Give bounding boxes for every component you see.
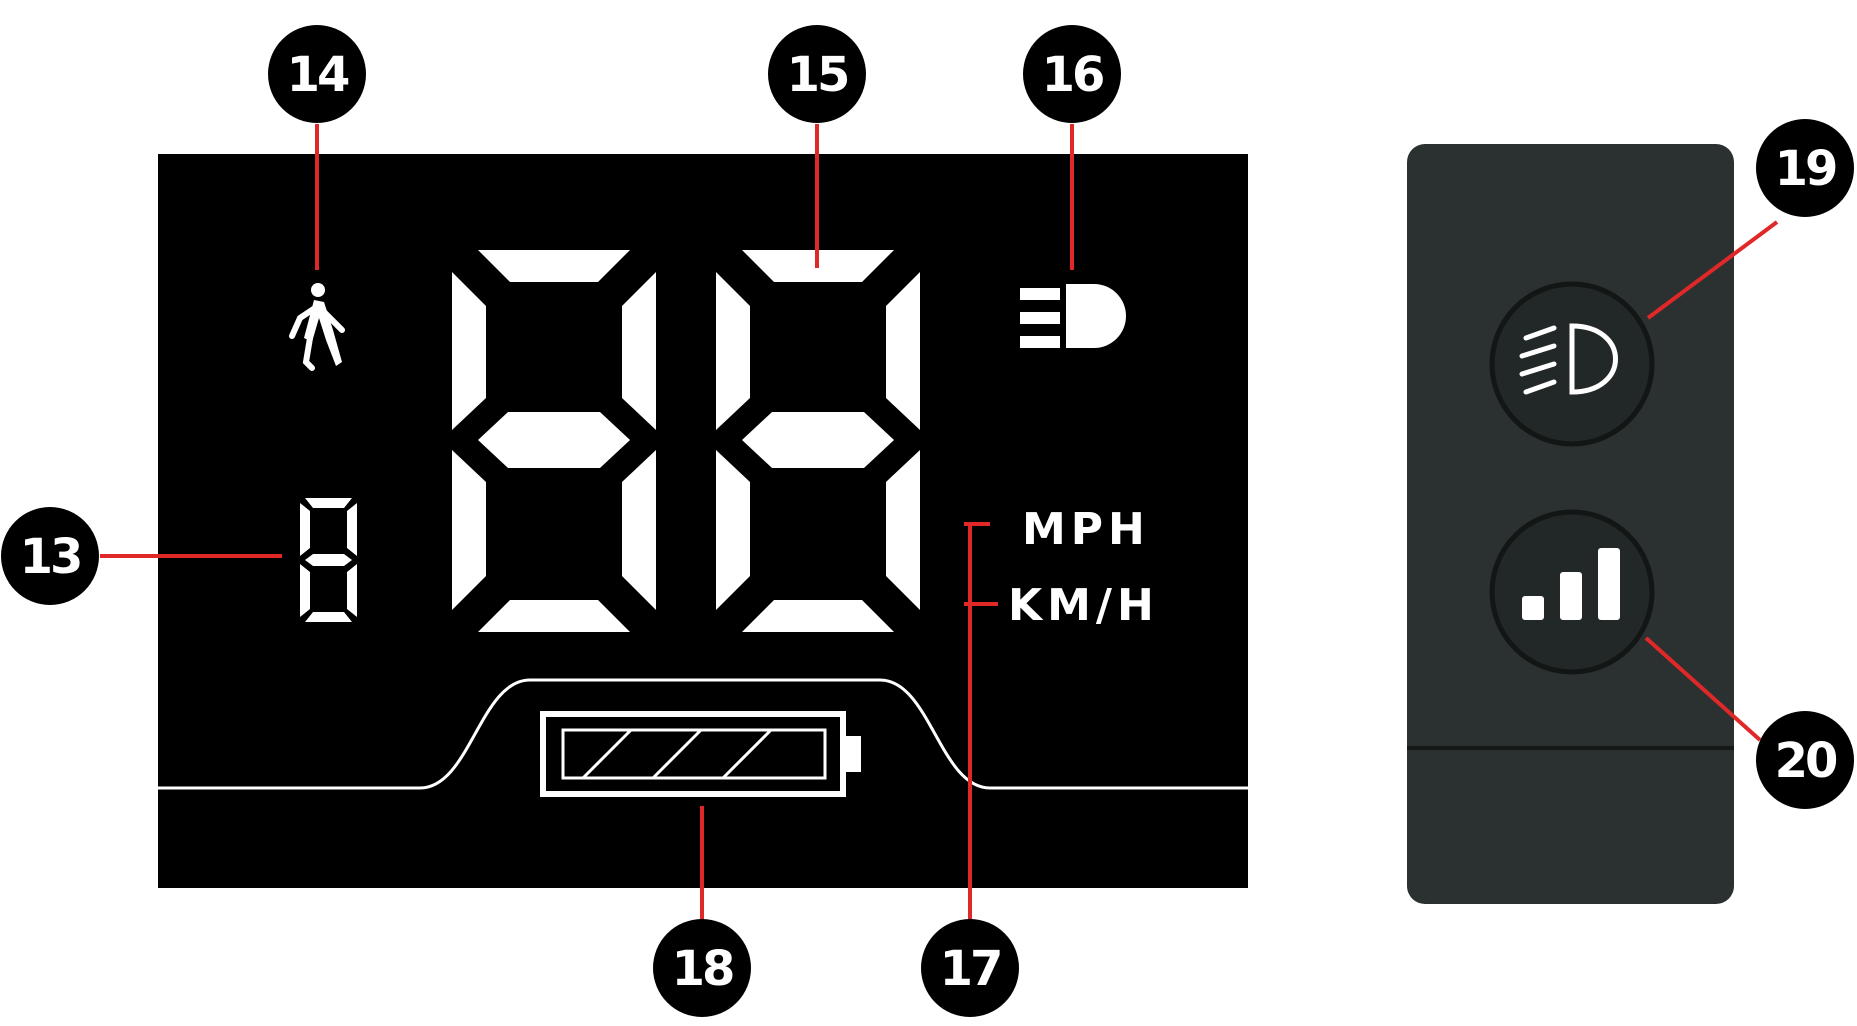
battery-hatch-stripe xyxy=(581,728,633,780)
callout-16: 16 xyxy=(1023,25,1121,123)
callout-16-label: 16 xyxy=(1042,47,1103,103)
handlebar-controller xyxy=(1407,144,1734,904)
callout-19: 19 xyxy=(1756,119,1854,217)
callout-20-label: 20 xyxy=(1775,733,1837,789)
battery-terminal xyxy=(843,736,861,772)
walk-assist-icon xyxy=(289,283,345,371)
battery-gauge xyxy=(540,711,861,797)
unit-kmh: KM/H xyxy=(1008,580,1159,631)
callout-17-label: 17 xyxy=(940,941,1001,997)
callout-18: 18 xyxy=(653,919,751,1017)
battery-hatch-stripe xyxy=(721,728,773,780)
light-button[interactable] xyxy=(1489,281,1655,447)
signal-bars-icon xyxy=(1522,548,1620,620)
lcd-panel xyxy=(158,154,1248,888)
unit-mph: MPH xyxy=(1022,504,1150,555)
callout-15: 15 xyxy=(768,25,866,123)
headlight-indicator-icon xyxy=(1020,284,1126,348)
callout-17: 17 xyxy=(921,919,1019,1017)
speed-digit-1 xyxy=(452,250,656,632)
battery-fill xyxy=(581,728,773,780)
display-curve xyxy=(158,678,1248,790)
callout-18-label: 18 xyxy=(672,941,733,997)
leader-19 xyxy=(1646,220,1779,320)
mode-button[interactable] xyxy=(1489,509,1655,675)
pas-level-digit xyxy=(300,498,357,622)
callout-13-label: 13 xyxy=(20,529,81,585)
callout-19-label: 19 xyxy=(1775,141,1836,197)
callout-20: 20 xyxy=(1756,711,1854,809)
callout-14: 14 xyxy=(268,25,366,123)
leader-20 xyxy=(1644,636,1762,742)
headlight-icon xyxy=(1519,323,1618,395)
leader-lines xyxy=(100,124,1779,922)
lcd-display: MPH KM/H xyxy=(158,154,1248,888)
callout-15-label: 15 xyxy=(787,47,848,103)
callout-14-label: 14 xyxy=(287,47,349,103)
battery-hatch-stripe xyxy=(651,728,703,780)
speed-digit-2 xyxy=(716,250,920,632)
callout-13: 13 xyxy=(1,507,99,605)
battery-fill-outline xyxy=(561,728,827,780)
